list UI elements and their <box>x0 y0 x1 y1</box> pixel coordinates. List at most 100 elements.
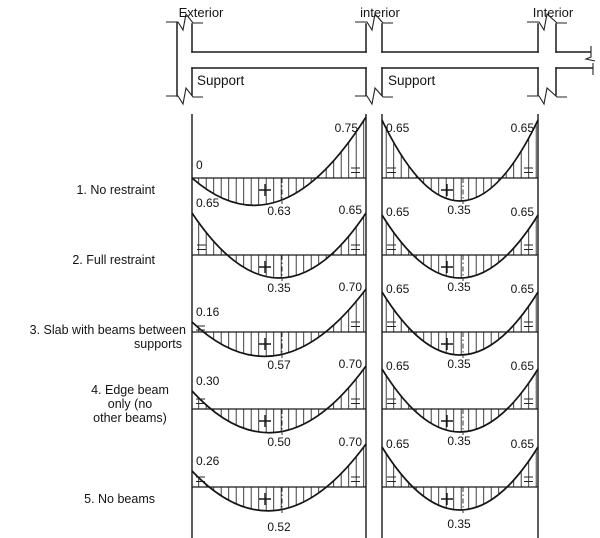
column-interior-mid <box>365 23 383 96</box>
coeff-mid-label: 0.63 <box>267 204 291 218</box>
coeff-end-label: 0.65 <box>511 121 535 135</box>
equals-marker-left <box>197 244 206 251</box>
support-label-span1: Support <box>197 73 245 88</box>
coeff-mid-label: 0.35 <box>447 434 471 448</box>
row-1-right-span: 0.65 0.65 0.35 <box>381 119 539 217</box>
row-5-left-span: 0.26 0.70 0.52 <box>191 435 367 534</box>
coeff-mid-label: 0.50 <box>267 435 291 449</box>
equals-marker-right <box>524 398 533 405</box>
column-label-interior-right: Interior <box>533 5 574 20</box>
row-title: 1. No restraint <box>76 183 155 197</box>
moment-curve <box>381 119 539 202</box>
coeff-end-label: 0.70 <box>339 435 363 449</box>
moment-curve <box>191 443 367 512</box>
coeff-end-label: 0.70 <box>339 280 363 294</box>
hatch-region <box>192 366 366 433</box>
row-title: 2. Full restraint <box>72 253 155 267</box>
row-title: 5. No beams <box>84 492 155 506</box>
plus-marker <box>259 261 271 273</box>
row-2-left-span: 0.65 0.65 0.35 <box>191 196 367 295</box>
equals-marker-left <box>196 325 205 331</box>
moment-curve <box>191 212 367 279</box>
moment-curve <box>191 288 367 358</box>
coeff-start-label: 0.65 <box>386 359 410 373</box>
plus-marker <box>441 184 453 196</box>
row-3: 3. Slab with beams between supports 0.16… <box>30 280 539 372</box>
row-title-line1: 3. Slab with beams between <box>30 323 186 337</box>
row-title-line2: supports <box>134 337 182 351</box>
hatch-region <box>192 117 366 206</box>
plus-marker <box>441 493 453 505</box>
coeff-end-label: 0.75 <box>335 121 359 135</box>
coeff-end-label: 0.65 <box>511 437 535 451</box>
coeff-mid-label: 0.35 <box>267 281 291 295</box>
coeff-start-label: 0.65 <box>196 196 220 210</box>
plus-marker <box>441 338 453 350</box>
equals-marker-left <box>387 398 396 405</box>
row-3-left-span: 0.16 0.70 0.57 <box>191 280 367 372</box>
equals-marker-right <box>351 321 360 328</box>
row-1: 1. No restraint 0 0.75 0.63 0.65 0.65 0.… <box>76 116 539 218</box>
equals-marker-left <box>196 398 205 405</box>
coeff-end-label: 0.65 <box>511 205 535 219</box>
equals-marker-left <box>387 321 396 328</box>
hatch-region <box>192 444 366 511</box>
break-mark-bottom-interior-mid <box>355 86 393 106</box>
column-label-interior-mid: interior <box>360 5 400 20</box>
row-title-line1: 4. Edge beam <box>91 383 169 397</box>
column-interior-right <box>537 23 557 96</box>
row-5-right-span: 0.65 0.65 0.35 <box>381 437 539 531</box>
coeff-end-label: 0.70 <box>339 357 363 371</box>
coeff-mid-label: 0.35 <box>447 203 471 217</box>
equals-marker-right <box>524 167 533 174</box>
plus-marker <box>441 261 453 273</box>
equals-marker-right <box>524 244 533 251</box>
row-4: 4. Edge beam only (no other beams) 0.30 … <box>91 357 539 449</box>
coeff-end-label: 0.65 <box>339 203 363 217</box>
moment-curve <box>381 368 539 433</box>
column-exterior <box>176 22 193 97</box>
beam-stub-right <box>555 51 593 69</box>
row-2: 2. Full restraint 0.65 0.65 0.35 0.65 0.… <box>72 196 539 295</box>
equals-marker-left <box>387 476 396 483</box>
beam-span1 <box>191 51 367 69</box>
plus-marker <box>259 415 271 427</box>
coeff-mid-label: 0.35 <box>447 517 471 531</box>
equals-marker-left <box>196 476 205 483</box>
equals-marker-left <box>387 244 396 251</box>
coeff-start-label: 0.16 <box>196 305 220 319</box>
row-title-line2: only (no <box>108 397 153 411</box>
hatch-region <box>192 289 366 357</box>
moment-curve <box>381 214 539 279</box>
break-mark-top-interior-mid <box>355 12 393 32</box>
row-4-right-span: 0.65 0.65 0.35 <box>381 359 539 448</box>
support-label-span2: Support <box>388 73 436 88</box>
equals-marker-right <box>351 167 360 174</box>
break-mark-bottom-interior-right <box>527 86 567 106</box>
equals-marker-left <box>387 167 396 174</box>
plus-marker <box>259 493 271 505</box>
coeff-start-label: 0.30 <box>196 374 220 388</box>
coeff-mid-label: 0.35 <box>447 280 471 294</box>
equals-marker-right <box>351 398 360 405</box>
equals-marker-right <box>351 476 360 483</box>
row-4-left-span: 0.30 0.70 0.50 <box>191 357 367 449</box>
beam-span2 <box>381 51 539 69</box>
break-mark-top-exterior <box>166 12 203 32</box>
coeff-start-label: 0.65 <box>386 121 410 135</box>
coeff-start-label: 0.65 <box>386 282 410 296</box>
plus-marker <box>441 415 453 427</box>
coeff-end-label: 0.65 <box>511 359 535 373</box>
row-3-right-span: 0.65 0.65 0.35 <box>381 282 539 371</box>
moment-curve <box>381 446 539 511</box>
equals-marker-right <box>351 244 360 251</box>
moment-curve <box>381 291 539 356</box>
equals-marker-right <box>524 476 533 483</box>
coeff-start-label: 0.65 <box>386 437 410 451</box>
plus-marker <box>259 338 271 350</box>
column-label-exterior: Exterior <box>179 5 224 20</box>
coeff-start-label: 0.65 <box>386 205 410 219</box>
row-5: 5. No beams 0.26 0.70 0.52 0.65 0.65 0.3… <box>84 435 539 534</box>
